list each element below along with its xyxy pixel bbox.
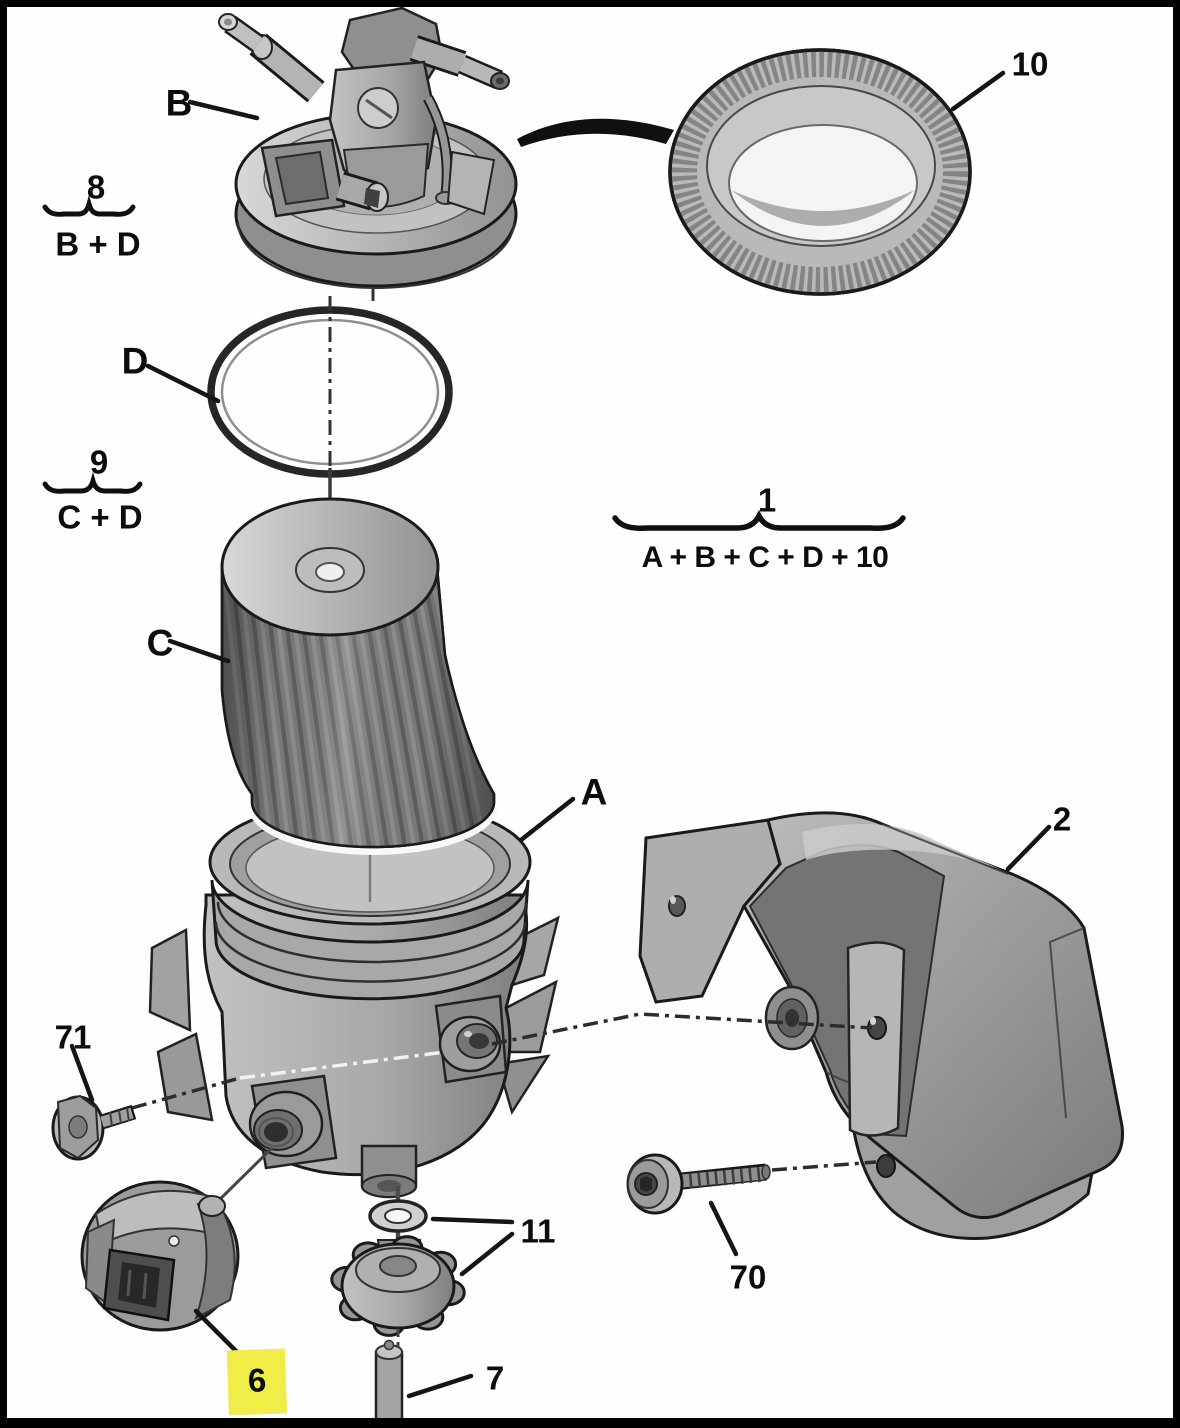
locking-ring-illustration <box>668 48 972 296</box>
callout-c-label: C <box>146 622 174 664</box>
leader-lines <box>69 70 1052 1399</box>
mounting-bracket-illustration <box>638 811 1125 1240</box>
flange-screw-illustration <box>51 1094 137 1161</box>
group-8-number: 8 <box>86 168 106 206</box>
housing-mouth-gap <box>248 805 498 855</box>
callout-71-label: 71 <box>54 1018 92 1056</box>
callout-b-label: B <box>165 82 193 124</box>
water-sensor-illustration <box>80 1146 274 1332</box>
callout-6-label-highlighted: 6 <box>226 1348 288 1414</box>
group-8-formula: B + D <box>55 225 141 263</box>
drain-tube-illustration <box>374 1339 404 1418</box>
filter-housing-illustration <box>148 798 560 1199</box>
drain-seal-and-knob-illustration <box>330 1186 466 1348</box>
mounting-bolt-illustration <box>626 1153 877 1215</box>
callout-2-label: 2 <box>1052 800 1072 838</box>
group-9-number: 9 <box>89 443 109 481</box>
group-9-formula: C + D <box>57 498 143 536</box>
filter-element-illustration <box>220 497 496 849</box>
group-braces <box>42 194 906 531</box>
callout-d-label: D <box>121 340 149 382</box>
callout-7-label: 7 <box>485 1359 505 1397</box>
callout-a-label: A <box>580 771 608 813</box>
assembly-motion-curve <box>517 118 674 147</box>
callout-11-label: 11 <box>520 1212 556 1250</box>
exploded-view-illustration <box>42 7 1125 1418</box>
callout-10-label: 10 <box>1011 45 1049 83</box>
screw-axis-dashdot <box>131 1012 873 1110</box>
group-1-formula: A + B + C + D + 10 <box>641 541 889 574</box>
filter-head-illustration <box>218 7 518 301</box>
group-1-number: 1 <box>757 481 777 519</box>
callout-70-label: 70 <box>729 1258 767 1296</box>
